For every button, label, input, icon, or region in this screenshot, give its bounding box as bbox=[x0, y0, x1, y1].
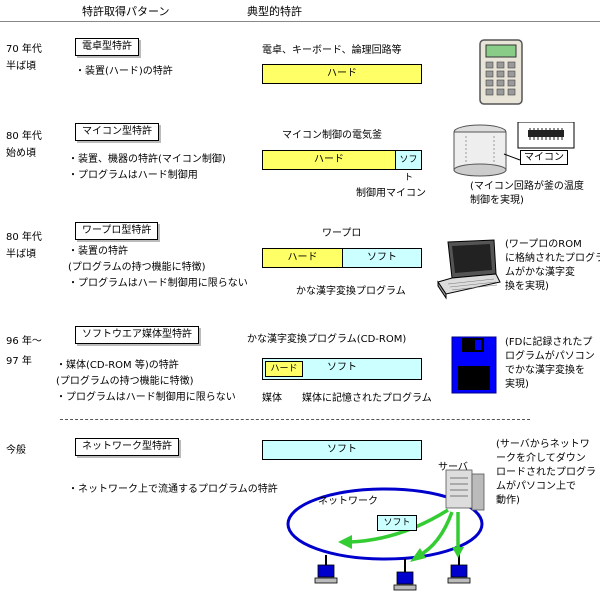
floppy-disk-icon bbox=[451, 336, 497, 394]
era-96-97: 96 年～97 年 bbox=[6, 336, 42, 367]
pattern-software-media: ソフトウエア媒体型特許 bbox=[75, 326, 199, 344]
section-divider bbox=[60, 419, 530, 420]
rice-cooker-icon bbox=[453, 122, 575, 177]
soft-bar-wordprocessor: ソフト bbox=[342, 248, 422, 268]
pc-icon bbox=[393, 559, 417, 591]
era-present: 今般 bbox=[6, 445, 26, 456]
bullets-calculator: ・装置(ハード)の特許 bbox=[75, 66, 173, 77]
sub-label-media: 媒体 bbox=[262, 393, 282, 404]
network-ring bbox=[286, 487, 484, 561]
pattern-microcomputer: マイコン型特許 bbox=[75, 123, 159, 141]
typical-header: 典型的特許 bbox=[247, 5, 302, 18]
pc-icon bbox=[447, 548, 471, 584]
pattern-wordprocessor: ワープロ型特許 bbox=[75, 222, 159, 240]
laptop-icon bbox=[437, 239, 501, 300]
network-label: ネットワーク bbox=[318, 496, 378, 507]
server-label: サーバ bbox=[438, 462, 468, 473]
pc-icon bbox=[314, 555, 338, 584]
soft-bar-network: ソフト bbox=[262, 440, 422, 460]
sub-label-media-program: 媒体に記憶されたプログラム bbox=[302, 393, 432, 404]
hard-bar-calculator: ハード bbox=[262, 64, 422, 84]
pattern-header: 特許取得パターン bbox=[82, 5, 170, 18]
era-80s-mid: 80 年代半ば頃 bbox=[6, 232, 42, 260]
hard-bar-software-media: ハード bbox=[265, 361, 303, 377]
sub-label-microcomputer: 制御用マイコン bbox=[356, 188, 426, 199]
note-network: (サーバからネットワークを介してダウン ロードされたプログラムがパソコン上で 動… bbox=[496, 439, 596, 506]
header-rule bbox=[0, 21, 600, 22]
pattern-network: ネットワーク型特許 bbox=[75, 438, 179, 456]
bullets-wordprocessor: ・装置の特許(プログラムの持つ機能に特徴)・プログラムはハード制御用に限らない bbox=[68, 246, 248, 289]
diagram-title-microcomputer: マイコン制御の電気釜 bbox=[282, 130, 382, 141]
bullets-network: ・ネットワーク上で流通するプログラムの特許 bbox=[68, 484, 278, 495]
pattern-calculator: 電卓型特許 bbox=[75, 38, 139, 56]
server-icon bbox=[445, 469, 485, 511]
calculator-icon bbox=[479, 39, 523, 105]
diagram-title-software-media: かな漢字変換プログラム(CD-ROM) bbox=[247, 334, 407, 345]
sub-label-wordprocessor: かな漢字変換プログラム bbox=[296, 286, 406, 297]
diagram-title-calculator: 電卓、キーボード、論理回路等 bbox=[262, 45, 402, 56]
era-80s-early: 80 年代始め頃 bbox=[6, 131, 42, 159]
bullets-software-media: ・媒体(CD-ROM 等)の特許(プログラムの持つ機能に特徴)・プログラムはハー… bbox=[56, 360, 236, 403]
diagram-title-wordprocessor: ワープロ bbox=[322, 228, 362, 239]
note-software-media: (FDに記録されたプログラムがパソコン でかな漢字変換を実現) bbox=[505, 337, 595, 390]
soft-bar-microcomputer: ソフト bbox=[395, 150, 422, 183]
era-70s: 70 年代半ば頃 bbox=[6, 44, 42, 72]
network-soft-box: ソフト bbox=[377, 515, 417, 531]
note-microcomputer: (マイコン回路が釜の温度制御を実現) bbox=[470, 181, 584, 206]
bullets-microcomputer: ・装置、機器の特許(マイコン制御)・プログラムはハード制御用 bbox=[68, 154, 226, 181]
image-label-microcomputer: マイコン bbox=[520, 150, 568, 165]
